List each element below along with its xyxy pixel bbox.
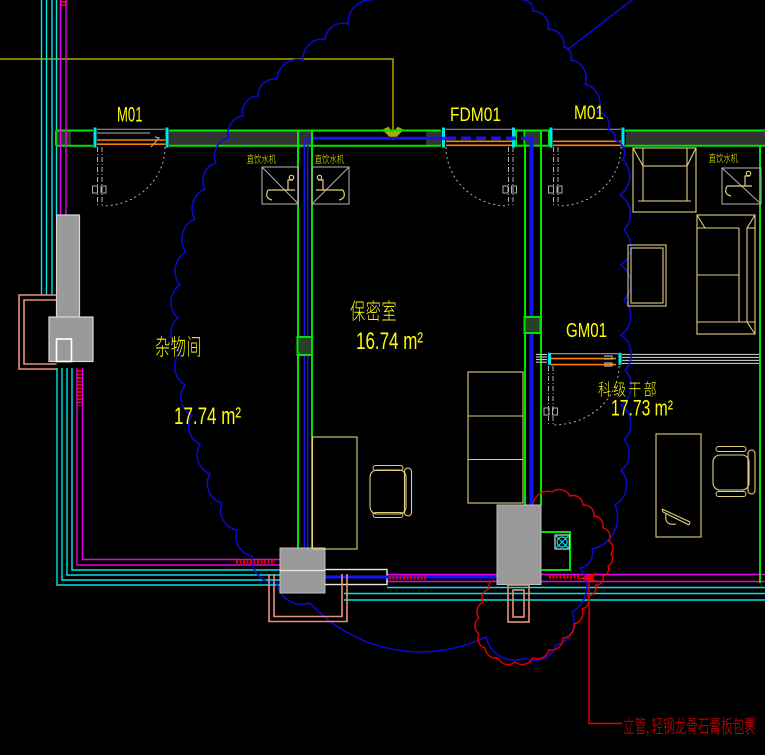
svg-text:M01: M01 xyxy=(574,103,604,124)
svg-text:GM01: GM01 xyxy=(566,320,607,342)
svg-text:FDM01: FDM01 xyxy=(450,105,501,126)
svg-text:16.74 m²: 16.74 m² xyxy=(356,328,423,355)
svg-text:17.73 m²: 17.73 m² xyxy=(611,396,673,421)
svg-text:M01: M01 xyxy=(117,104,143,127)
svg-text:17.74 m²: 17.74 m² xyxy=(174,403,241,430)
